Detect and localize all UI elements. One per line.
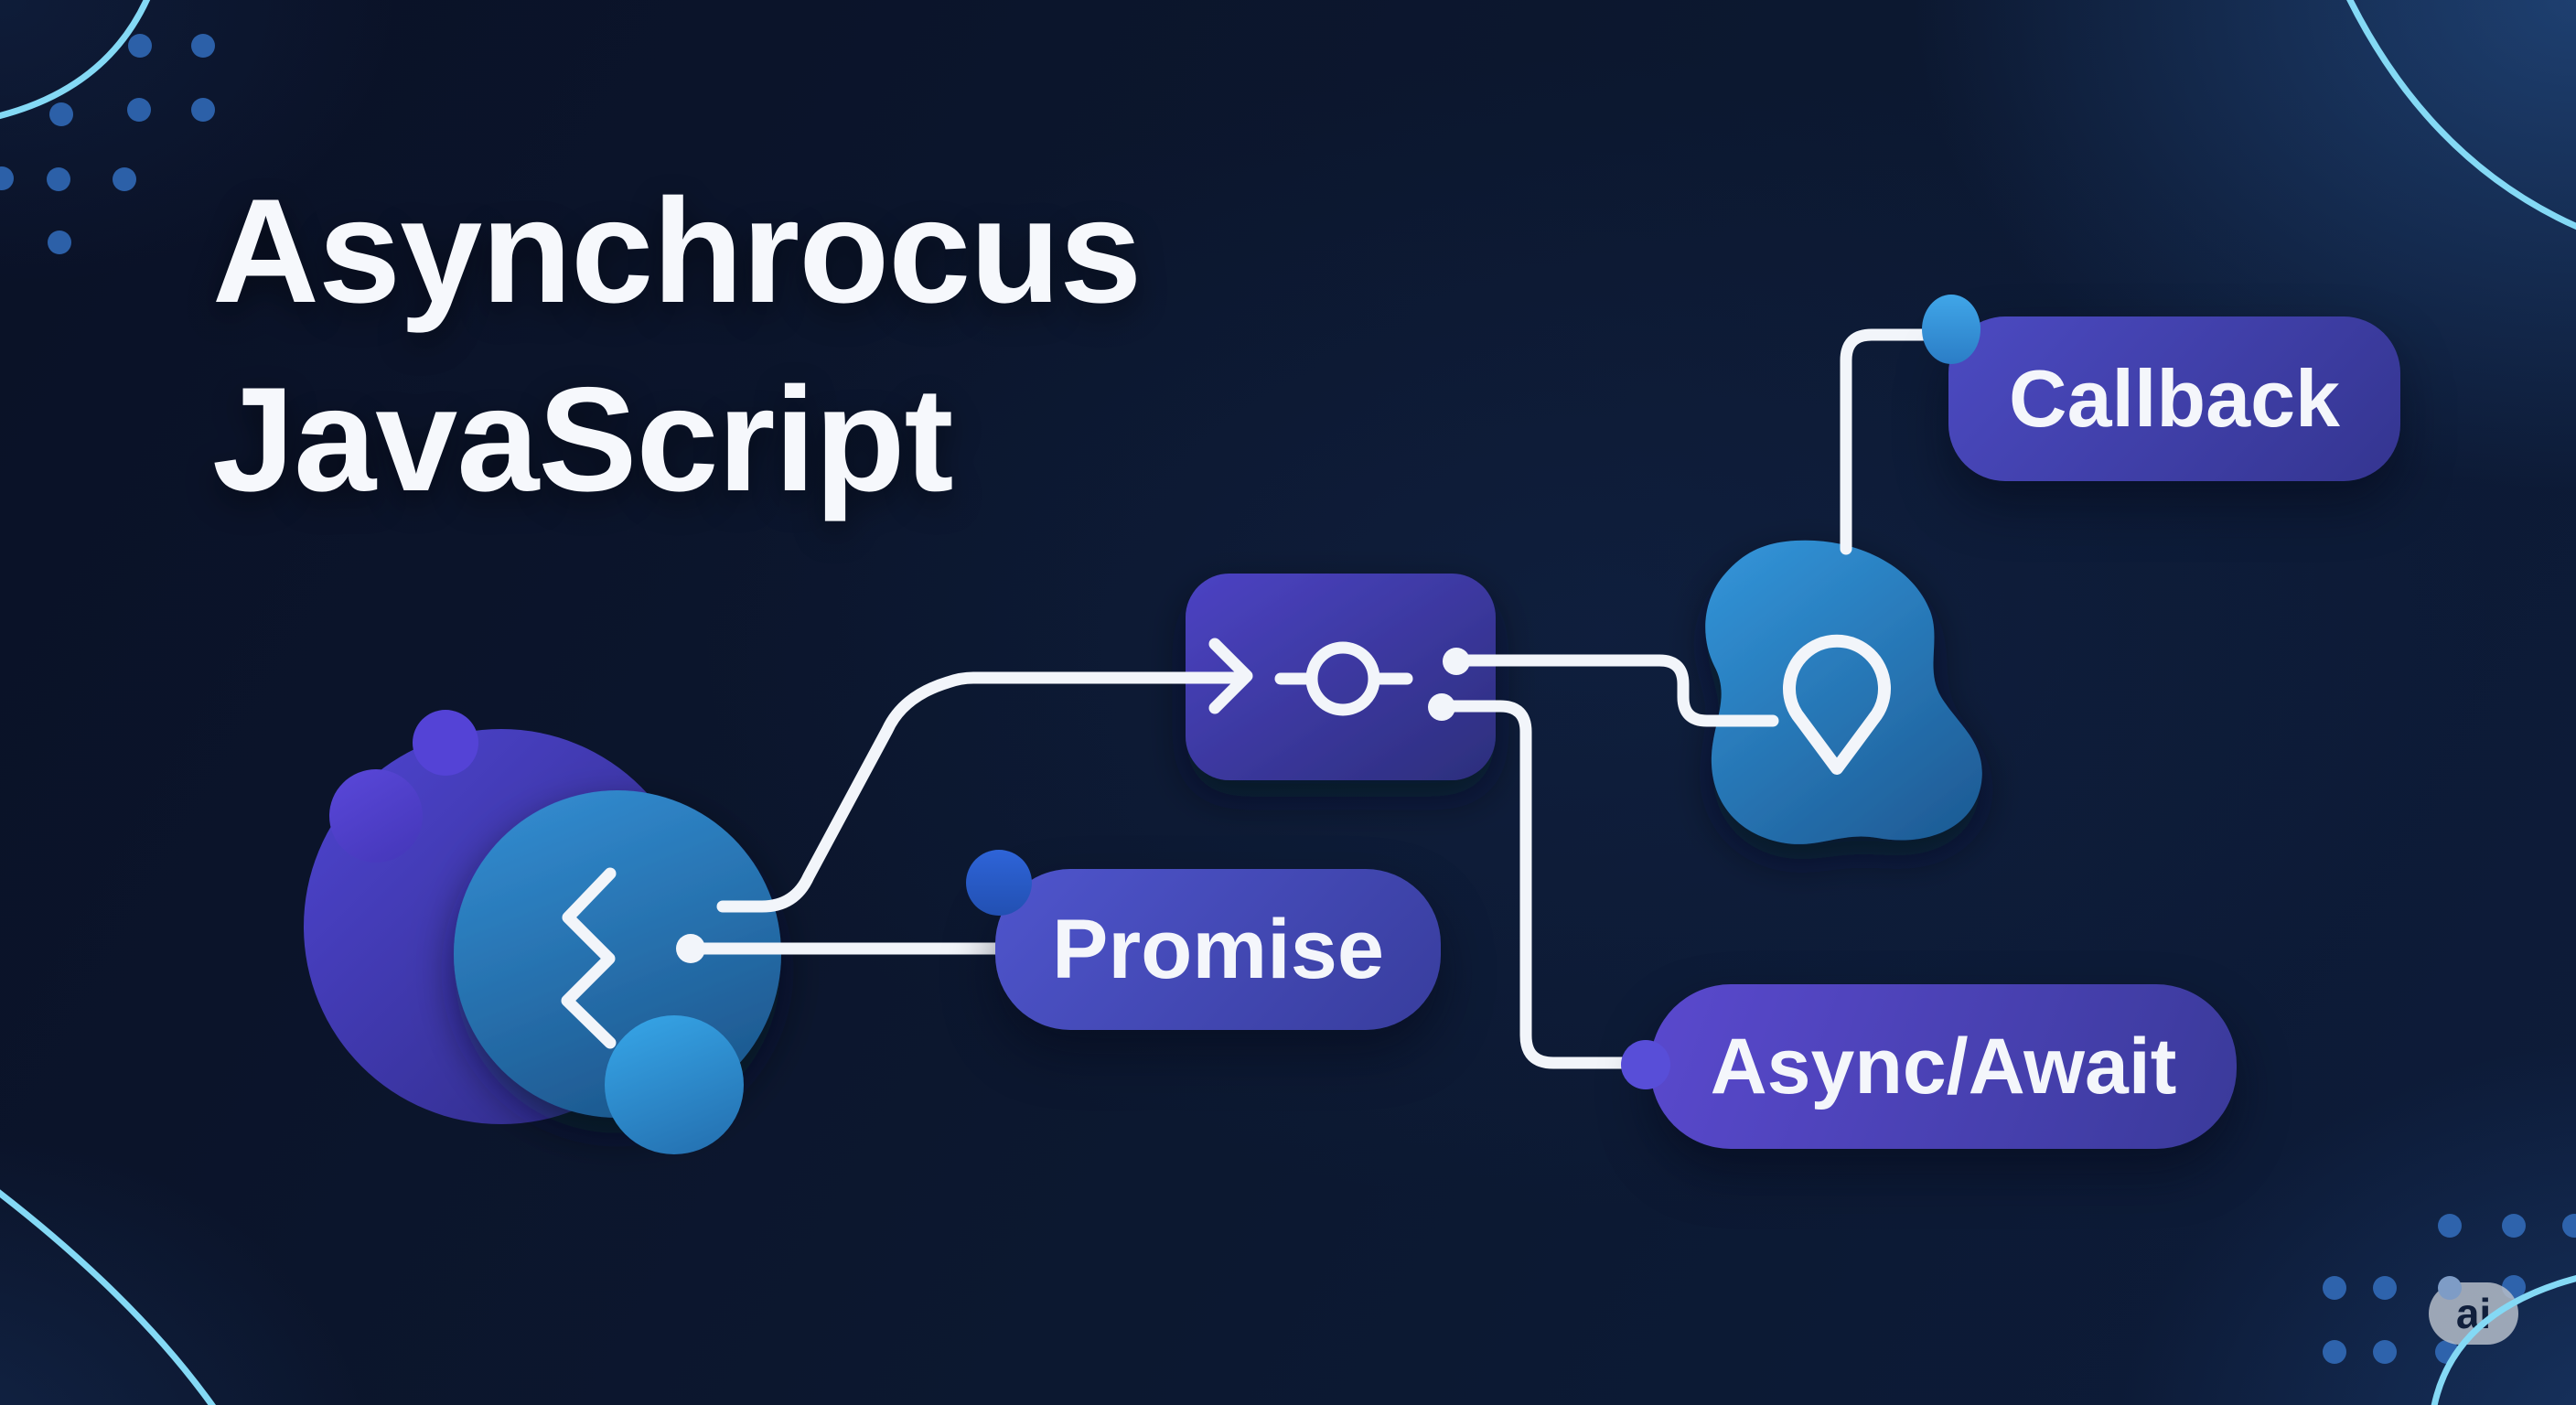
connector-code-to-node xyxy=(716,671,1243,913)
callback-pill: Callback xyxy=(1948,316,2400,481)
connector-node-to-blob xyxy=(1450,654,1779,727)
arc-top-right xyxy=(2346,0,2576,231)
promise-pill: Promise xyxy=(995,869,1441,1030)
promise-label: Promise xyxy=(1051,902,1385,996)
arrow-right-icon xyxy=(1208,638,1253,714)
code-zigzag-icon xyxy=(561,867,617,1049)
promise-pin-dot xyxy=(966,850,1032,916)
ai-watermark-logo: ai xyxy=(2429,1282,2518,1345)
page-title: Asynchrocus JavaScript xyxy=(212,157,1142,533)
ai-watermark-label: ai xyxy=(2455,1290,2492,1337)
message-blob xyxy=(1705,540,1982,844)
callback-label: Callback xyxy=(2009,353,2340,444)
async-await-pill: Async/Await xyxy=(1650,984,2237,1149)
async-await-pin-dot xyxy=(1621,1040,1670,1089)
dot-grid-top-left xyxy=(0,34,215,254)
async-await-label: Async/Await xyxy=(1710,1022,2177,1110)
connectors xyxy=(694,328,1955,1069)
connector-node-to-async xyxy=(1435,700,1644,1069)
code-blob-port xyxy=(676,934,705,963)
connector-blob-to-callback xyxy=(1840,328,1955,555)
code-blob-cluster xyxy=(304,710,781,1154)
flow-node-ports xyxy=(676,648,1470,963)
node-port-bottom xyxy=(1428,693,1455,721)
arc-top-left xyxy=(0,0,151,120)
flow-node xyxy=(1186,574,1496,780)
chat-bubble-icon xyxy=(1783,634,1891,775)
callback-pin-dot xyxy=(1922,295,1980,364)
purple-circle-small xyxy=(329,769,423,863)
blue-circle-small xyxy=(605,1015,744,1154)
arc-bottom-left xyxy=(0,1189,216,1405)
title-line-1: Asynchrocus xyxy=(212,168,1142,334)
purple-circle-tiny xyxy=(413,710,478,776)
node-port-top xyxy=(1443,648,1470,675)
title-line-2: JavaScript xyxy=(212,356,954,522)
flow-node-internals xyxy=(1208,638,1413,716)
